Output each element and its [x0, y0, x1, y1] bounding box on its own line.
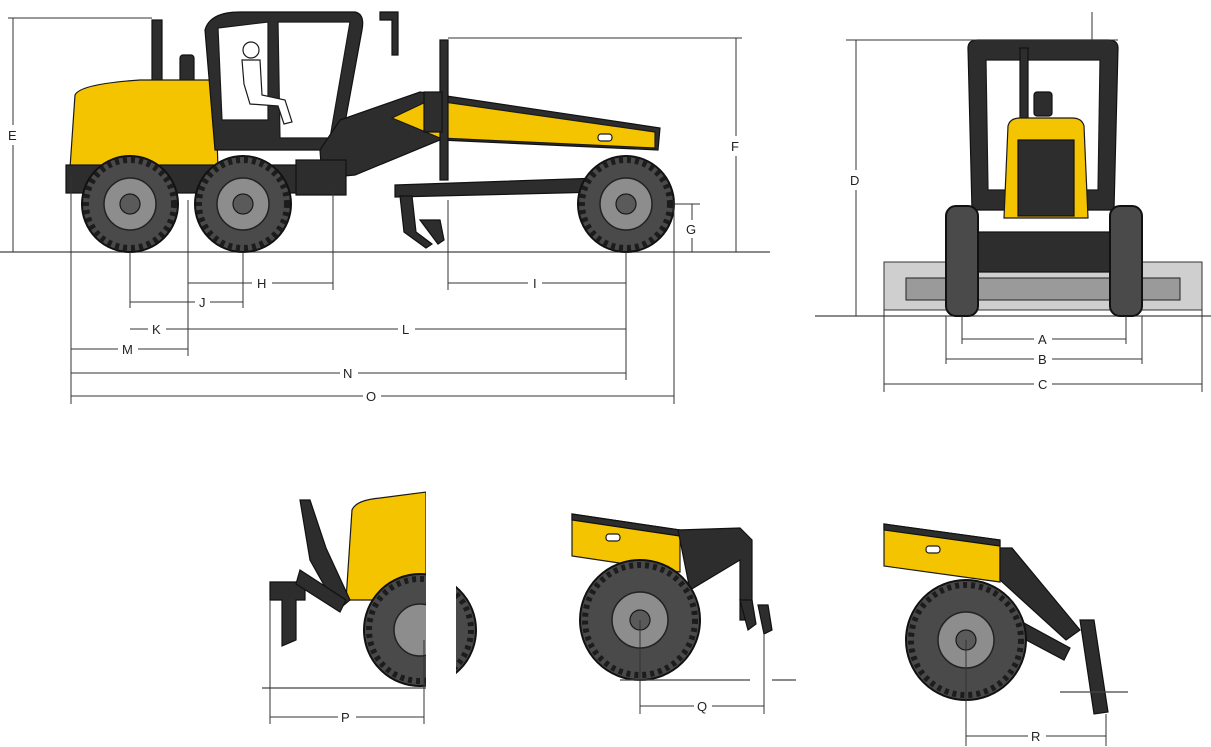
dimension-I: I: [448, 276, 626, 291]
ripper-tooth: [418, 219, 445, 245]
rear-hitch: [295, 159, 347, 196]
dimension-N: N: [71, 366, 626, 381]
label-D: D: [850, 173, 859, 188]
rear-wheel-1: [81, 155, 179, 253]
exhaust-stack: [151, 19, 163, 86]
front-blade-frame-slot: [925, 545, 941, 554]
ripper-detail-crop: [426, 480, 456, 720]
dimension-H: H: [188, 276, 333, 291]
moldboard-drawbar: [394, 177, 601, 198]
label-F: F: [731, 139, 739, 154]
cab-handrail: [379, 11, 399, 56]
label-H: H: [257, 276, 266, 291]
front-blade-detail: R: [883, 523, 1128, 746]
air-intake: [179, 54, 195, 84]
label-K: K: [152, 322, 161, 337]
label-G: G: [686, 222, 696, 237]
dimension-M: M: [71, 342, 188, 357]
dimension-K: K: [130, 322, 188, 337]
front-blade-frame-top: [883, 523, 1001, 547]
frame-slot: [597, 133, 613, 142]
dimension-G: G: [674, 203, 700, 252]
front-wheel: [577, 155, 675, 253]
lift-bracket: [423, 91, 443, 133]
front-blade-pushbeam: [999, 547, 1081, 641]
dimension-Q: Q: [640, 699, 764, 714]
front-left-tire: [945, 205, 979, 317]
dimension-J: J: [130, 295, 243, 310]
label-R: R: [1031, 729, 1040, 744]
rear-ripper-detail: P: [262, 480, 477, 725]
dimension-F: F: [448, 37, 742, 252]
front-view: D A B C: [815, 12, 1211, 392]
label-C: C: [1038, 377, 1047, 392]
front-air-intake: [1033, 91, 1053, 117]
dimension-B: B: [946, 352, 1142, 367]
front-grille: [1017, 139, 1075, 217]
dimension-R: R: [966, 729, 1106, 744]
label-I: I: [533, 276, 537, 291]
label-M: M: [122, 342, 133, 357]
dimension-C: C: [884, 377, 1202, 392]
ripper-link: [295, 569, 347, 613]
front-ripper-detail: Q: [571, 513, 796, 714]
label-A: A: [1038, 332, 1047, 347]
operator-figure: [241, 41, 293, 125]
label-P: P: [341, 710, 350, 725]
label-E: E: [8, 128, 17, 143]
front-ripper-frame-slot: [605, 533, 621, 542]
dimension-A: A: [962, 332, 1126, 347]
front-right-tire: [1109, 205, 1143, 317]
dimension-P: P: [270, 710, 424, 725]
dimension-E: E: [8, 17, 152, 252]
label-L: L: [402, 322, 409, 337]
label-B: B: [1038, 352, 1047, 367]
ripper-shank: [269, 581, 306, 647]
front-ripper: [399, 195, 434, 249]
engine-hood: [69, 79, 219, 169]
ripper-arm: [299, 499, 351, 611]
front-ripper-tooth-1: [739, 599, 757, 632]
front-blade-plate: [1079, 619, 1109, 715]
front-ripper-tooth-2: [757, 604, 773, 635]
label-J: J: [199, 295, 206, 310]
dimension-L: L: [188, 322, 626, 337]
ripper-detail-wheel: [363, 573, 477, 687]
dimension-O: O: [71, 389, 674, 404]
rear-wheel-2: [194, 155, 292, 253]
label-N: N: [343, 366, 352, 381]
side-view: E F G H: [0, 11, 770, 404]
label-O: O: [366, 389, 376, 404]
label-Q: Q: [697, 699, 707, 714]
dimension-D: D: [846, 12, 1118, 316]
front-exhaust: [1019, 47, 1029, 129]
